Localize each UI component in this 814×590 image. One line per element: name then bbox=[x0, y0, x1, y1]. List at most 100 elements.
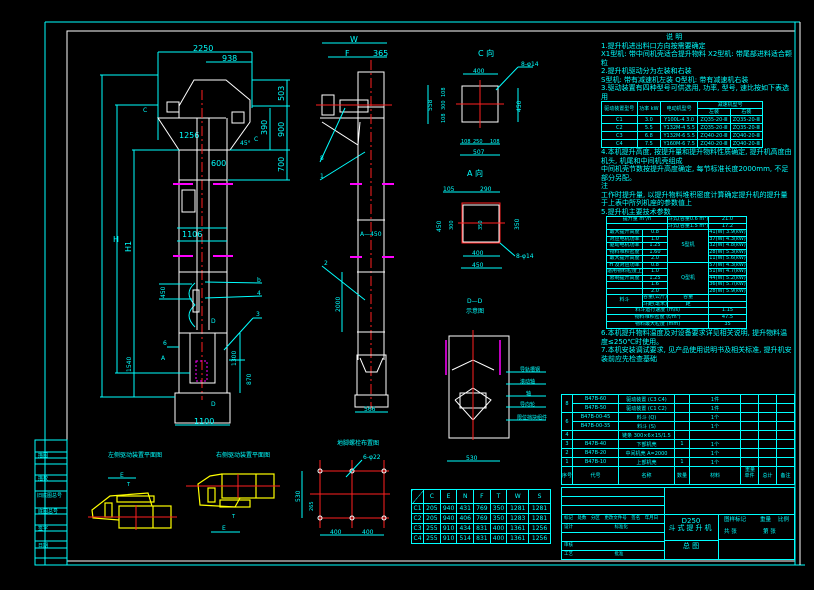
cell: 831 bbox=[473, 523, 491, 534]
dim-400: 400 bbox=[473, 68, 485, 75]
cell: 910 bbox=[439, 533, 458, 544]
cell: ZQ35-20-Ⅲ bbox=[697, 115, 731, 124]
col-header: 序号 bbox=[560, 466, 574, 485]
cell: 物料最大粒度 (mm) bbox=[605, 321, 710, 329]
left-mount-title: 左侧驱动装置平面图 bbox=[108, 451, 162, 459]
callout: 导轨槽钢 bbox=[520, 366, 540, 373]
cell: 769 bbox=[473, 503, 491, 514]
dim-390: 390 bbox=[260, 120, 269, 135]
motor-symbol bbox=[166, 101, 180, 113]
col-header: S bbox=[528, 489, 551, 504]
cell: B47B-10 bbox=[572, 457, 620, 467]
label: 分区 bbox=[590, 516, 600, 521]
cell: 28(W) 5.9(kW) bbox=[708, 287, 747, 295]
cell: 434 bbox=[456, 523, 475, 534]
cell: 400 bbox=[489, 523, 508, 534]
cell: 最大提升高度 bbox=[605, 255, 644, 263]
cell: Y132M-6 5.5 bbox=[660, 131, 699, 140]
dim-2250: 2250 bbox=[193, 44, 213, 53]
cell: 上部机壳 bbox=[618, 457, 676, 467]
col-header: T bbox=[489, 489, 508, 504]
cell: 1281 bbox=[528, 503, 551, 514]
revision-grid bbox=[562, 488, 665, 559]
dim-bolt: 8-φ14 bbox=[521, 61, 539, 68]
cell: 斗距(毫米) bbox=[642, 300, 668, 308]
cell: 3.0 bbox=[636, 115, 662, 124]
cell: ZQ40-20-Ⅲ bbox=[729, 139, 764, 148]
label: 处数 bbox=[577, 516, 587, 521]
cell: 350 bbox=[489, 513, 508, 524]
callout: 限位挡块组件 bbox=[517, 414, 547, 421]
dim-365: 365 bbox=[373, 49, 388, 58]
dim-108: 108 bbox=[461, 139, 471, 145]
label: 批准 bbox=[614, 552, 624, 557]
dim-bolt: 8-φ14 bbox=[516, 253, 534, 260]
note-line: 工作时提升量, 以提升物料堆积密度计算确定提升机的提升量于上表中所列机座的参数值… bbox=[601, 190, 788, 208]
cell: 1 bbox=[674, 439, 691, 449]
cell: 35 bbox=[708, 321, 747, 329]
cell: 斗式(容量1.5 m³) bbox=[666, 222, 710, 230]
cell: 1个 bbox=[689, 439, 742, 449]
cell: 料斗 (S) bbox=[618, 421, 676, 431]
cell bbox=[689, 430, 742, 440]
dim-1256: 1256 bbox=[179, 131, 199, 140]
cell: 1 bbox=[674, 457, 691, 467]
dim-700: 700 bbox=[277, 157, 286, 172]
dim-400: 400 bbox=[362, 529, 374, 536]
label: 签名 bbox=[631, 516, 641, 521]
cell: B47B-40 bbox=[572, 439, 620, 449]
callout: 滚动轴 bbox=[520, 378, 535, 385]
cell: 940 bbox=[439, 503, 458, 514]
cell: 2 bbox=[560, 448, 574, 458]
cell: Y132M-4 5.5 bbox=[660, 123, 699, 132]
view-a-title: A 向 bbox=[467, 168, 483, 178]
cell: C2 bbox=[410, 513, 425, 524]
side-strip: 描图 描校 旧底图总号 底图总号 签字 日期 bbox=[34, 439, 68, 566]
note-line: X1型机: 带中间机壳适合提升物料 X2型机: 带尾部进料适合颗粒 bbox=[601, 50, 792, 67]
stage-cell: 图样标记 重量 比例 共 张 第 张 bbox=[718, 514, 794, 540]
cell: 1 bbox=[560, 457, 574, 467]
dim-t: T bbox=[126, 482, 131, 488]
cell: B47B-20 bbox=[572, 448, 620, 458]
strip-label: 描校 bbox=[38, 475, 48, 482]
callout: 轴 bbox=[526, 390, 531, 397]
notes-title: 说 明 bbox=[666, 33, 683, 41]
foundation-title: 地脚螺栓布置图 bbox=[337, 439, 379, 447]
cell: 7.5 bbox=[636, 139, 662, 148]
note-line: 4.本机提升高度, 按提升量和提升物料性质确定, 提升机高度由机头, 机尾和中间… bbox=[601, 148, 792, 165]
label-3: 3 bbox=[256, 311, 260, 318]
cell: 最大提升高度 bbox=[605, 229, 644, 237]
dim-h: H bbox=[113, 235, 119, 244]
label: 标记 bbox=[564, 516, 573, 521]
cell: 41(W) 3.9(kW) bbox=[708, 229, 747, 237]
label: 图样标记 bbox=[724, 517, 747, 523]
cell bbox=[674, 448, 691, 458]
label: 重量 bbox=[760, 517, 772, 523]
col-header: 驱动装置型号 bbox=[601, 101, 638, 116]
cell: 3 bbox=[560, 439, 574, 449]
dim-45deg: 45° bbox=[240, 140, 251, 147]
cell: 对应电机功率 bbox=[605, 235, 644, 243]
cell: 5.5 bbox=[636, 123, 662, 132]
view-d-title: D—D bbox=[467, 298, 483, 305]
diagonal-header-cell bbox=[410, 489, 425, 504]
dim-265: 265 bbox=[309, 501, 315, 511]
dim-105: 105 bbox=[443, 186, 455, 193]
cell: 36(W) 5.7(kW) bbox=[708, 281, 747, 289]
label: 年月日 bbox=[644, 516, 659, 521]
note-line: 中间机壳节数按提升高度确定, 每节标准长度2000mm, 不足部分另配。 bbox=[601, 165, 789, 182]
cell: 431 bbox=[456, 503, 475, 514]
cell: 驱动装置 (C1 C2) bbox=[618, 403, 676, 413]
